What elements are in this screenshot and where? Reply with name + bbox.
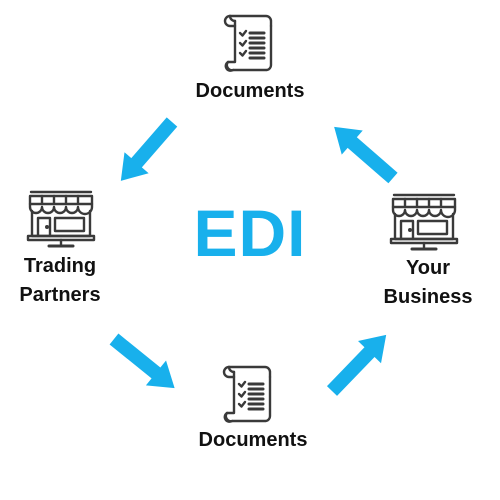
documents-bottom-label: Documents xyxy=(153,426,353,455)
storefront-icon xyxy=(26,190,96,248)
arrow-trading-partners-to-documents xyxy=(103,326,185,401)
trading-partners-label-line2: Partners xyxy=(19,284,101,306)
arrow-documents-to-trading-partners xyxy=(108,111,185,192)
arrow-documents-to-your-business xyxy=(320,323,398,403)
document-checklist-icon xyxy=(223,14,273,73)
documents-top-label: Documents xyxy=(150,77,350,106)
trading-partners-label-line1: Trading xyxy=(23,255,97,277)
documents-bottom-label-text: Documents xyxy=(198,429,308,451)
your-business-label-line2: Business xyxy=(383,286,473,308)
arrow-your-business-to-documents xyxy=(323,114,404,191)
storefront-icon xyxy=(389,193,459,251)
trading-partners-label: Trading Partners xyxy=(2,252,118,310)
document-checklist-icon xyxy=(222,365,272,424)
documents-top-label-text: Documents xyxy=(195,80,305,102)
your-business-label: Your Business xyxy=(368,254,488,312)
center-title: EDI xyxy=(193,196,307,270)
your-business-label-line1: Your xyxy=(405,257,451,279)
